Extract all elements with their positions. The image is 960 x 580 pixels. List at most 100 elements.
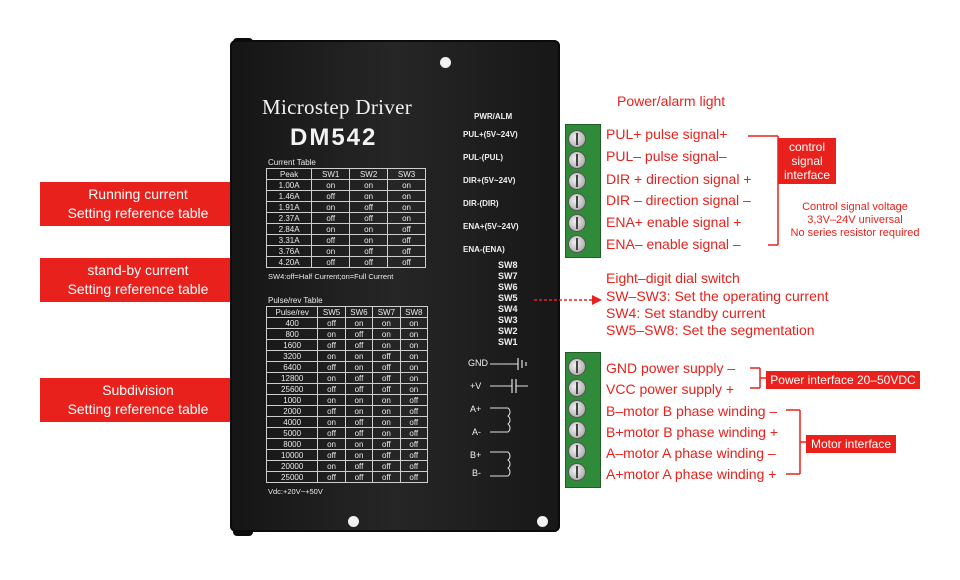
switch-label: SW6 bbox=[498, 282, 518, 292]
screw-terminal-icon[interactable] bbox=[568, 358, 586, 376]
pulse-table-cell: off bbox=[399, 460, 429, 472]
motor-label: B- bbox=[472, 468, 481, 478]
pulse-table-cell: on bbox=[372, 317, 401, 329]
pulse-table-cell: on bbox=[317, 416, 346, 428]
pulse-table-cell: 25600 bbox=[265, 383, 319, 395]
pulse-table-cell: 800 bbox=[265, 328, 319, 340]
screw-terminal-icon[interactable] bbox=[568, 400, 586, 418]
screw-terminal-icon[interactable] bbox=[568, 172, 586, 190]
current-table-cell: 1.91A bbox=[265, 201, 313, 213]
control-note-line1: Control signal voltage bbox=[802, 201, 908, 213]
mount-hole-icon bbox=[537, 516, 548, 527]
current-table-cell: off bbox=[311, 256, 351, 268]
pulse-table-cell: off bbox=[399, 471, 429, 483]
current-table-cell: on bbox=[387, 190, 426, 202]
subdivision-label: Subdivision Setting reference table bbox=[40, 378, 236, 422]
pulse-table-cell: on bbox=[344, 361, 374, 373]
pulse-table-cell: 400 bbox=[265, 317, 319, 329]
current-header-cell: Peak bbox=[265, 168, 313, 180]
current-header-cell: SW3 bbox=[387, 168, 426, 180]
current-table-cell: off bbox=[311, 190, 351, 202]
current-table-cell: on bbox=[311, 201, 351, 213]
signal-label: PUL-(PUL) bbox=[463, 153, 503, 162]
current-table-cell: on bbox=[311, 179, 351, 191]
current-table-cell: on bbox=[349, 179, 389, 191]
pulse-table-cell: off bbox=[317, 427, 346, 439]
pulse-table-cell: on bbox=[344, 405, 374, 417]
current-table-cell: on bbox=[387, 212, 426, 224]
motor-annotation: B+motor B phase winding + bbox=[606, 424, 778, 440]
screw-terminal-icon[interactable] bbox=[568, 130, 586, 148]
signal-annotation: PUL– pulse signal– bbox=[606, 148, 727, 164]
pulse-table-cell: on bbox=[399, 328, 429, 340]
current-table-cell: off bbox=[311, 234, 351, 246]
pulse-table-cell: on bbox=[344, 317, 374, 329]
pulse-table-cell: on bbox=[372, 427, 401, 439]
current-table-cell: off bbox=[387, 256, 426, 268]
pulse-header-cell: SW6 bbox=[344, 306, 374, 318]
current-table-cell: 2.84A bbox=[265, 223, 313, 235]
pulse-table-cell: off bbox=[399, 405, 429, 417]
control-note-line3: No series resistor required bbox=[790, 227, 920, 239]
dial-annotation: SW–SW3: Set the operating current bbox=[606, 288, 829, 304]
screw-terminal-icon[interactable] bbox=[568, 193, 586, 211]
current-table-cell: on bbox=[387, 179, 426, 191]
screw-terminal-icon[interactable] bbox=[568, 463, 586, 481]
coil-symbol-icon bbox=[490, 407, 511, 477]
subdivision-line2: Setting reference table bbox=[67, 401, 209, 417]
pulse-table-cell: off bbox=[344, 460, 374, 472]
pulse-table-cell: off bbox=[317, 471, 346, 483]
pulse-table-cell: on bbox=[317, 372, 346, 384]
motor-interface-box: Motor interface bbox=[806, 435, 896, 453]
screw-terminal-icon[interactable] bbox=[568, 421, 586, 439]
signal-label: DIR-(DIR) bbox=[463, 199, 499, 208]
pulse-table-cell: on bbox=[372, 416, 401, 428]
pulse-table-cell: 3200 bbox=[265, 350, 319, 362]
screw-terminal-icon[interactable] bbox=[568, 151, 586, 169]
screw-terminal-icon[interactable] bbox=[568, 442, 586, 460]
pulse-table-cell: on bbox=[399, 317, 429, 329]
current-table-cell: on bbox=[349, 223, 389, 235]
pulse-table-cell: on bbox=[372, 394, 401, 406]
motor-bracket bbox=[786, 409, 808, 475]
pulse-table-cell: off bbox=[372, 383, 401, 395]
switch-label: SW4 bbox=[498, 304, 518, 314]
vdc-label: Vdc:+20V~+50V bbox=[268, 487, 323, 496]
pulse-table-cell: 8000 bbox=[265, 438, 319, 450]
screw-terminal-icon[interactable] bbox=[568, 214, 586, 232]
signal-label: ENA-(ENA) bbox=[463, 245, 505, 254]
current-table-cell: 4.20A bbox=[265, 256, 313, 268]
pulse-table-cell: off bbox=[399, 416, 429, 428]
screw-terminal-icon[interactable] bbox=[568, 379, 586, 397]
signal-annotation: DIR + direction signal + bbox=[606, 171, 752, 187]
pulse-header-cell: SW7 bbox=[372, 306, 401, 318]
current-table-cell: 1.46A bbox=[265, 190, 313, 202]
mount-hole-icon bbox=[440, 57, 451, 68]
signal-label: ENA+(5V~24V) bbox=[463, 222, 519, 231]
pulse-table-cell: on bbox=[399, 361, 429, 373]
pulse-table-cell: off bbox=[317, 317, 346, 329]
pulse-table-cell: 6400 bbox=[265, 361, 319, 373]
standby-current-label: stand-by current Setting reference table bbox=[40, 258, 236, 302]
current-table-cell: on bbox=[349, 190, 389, 202]
screw-terminal-icon[interactable] bbox=[568, 235, 586, 253]
pulse-table-cell: 4000 bbox=[265, 416, 319, 428]
pulse-table-cell: off bbox=[317, 339, 346, 351]
pulse-table-cell: 12800 bbox=[265, 372, 319, 384]
dial-annotation: Eight–digit dial switch bbox=[606, 270, 740, 286]
control-note-line2: 3,3V–24V universal bbox=[807, 214, 903, 226]
